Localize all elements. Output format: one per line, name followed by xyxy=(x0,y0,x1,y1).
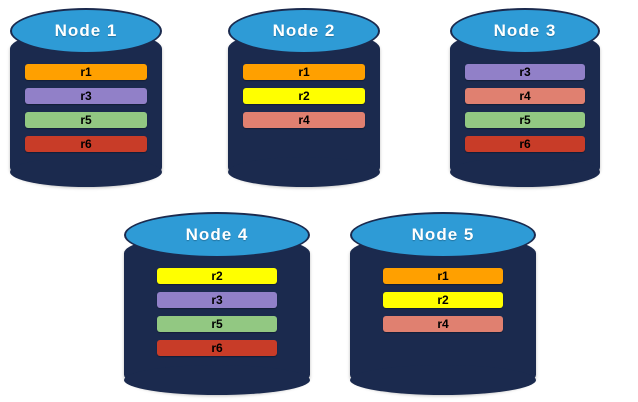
node-base-2 xyxy=(228,157,380,187)
node-top-ellipse-5 xyxy=(350,212,536,258)
data-row-r6[interactable]: r6 xyxy=(25,136,147,152)
node-cylinder-5[interactable]: Node 5 r1 r2 r4 xyxy=(350,212,536,395)
node-label-4: Node 4 xyxy=(185,225,249,244)
data-row-r3[interactable]: r3 xyxy=(465,64,585,80)
node-cylinder-1[interactable]: Node 1 r1 r3 r5 r6 xyxy=(10,8,162,187)
node-base-5 xyxy=(350,365,536,395)
data-row-r2[interactable]: r2 xyxy=(383,292,503,308)
node-label-1: Node 1 xyxy=(54,21,118,40)
data-row-r1[interactable]: r1 xyxy=(25,64,147,80)
node-rows-4: r2 r3 r5 r6 xyxy=(124,268,310,356)
node-rows-2: r1 r2 r4 xyxy=(228,64,380,128)
node-cylinder-2[interactable]: Node 2 r1 r2 r4 xyxy=(228,8,380,187)
node-top-ellipse-1 xyxy=(10,8,162,54)
data-row-r1[interactable]: r1 xyxy=(243,64,365,80)
node-top-ellipse-2 xyxy=(228,8,380,54)
data-row-r3[interactable]: r3 xyxy=(157,292,277,308)
node-body-5 xyxy=(350,234,536,395)
node-body-1 xyxy=(10,30,162,187)
data-row-r2[interactable]: r2 xyxy=(157,268,277,284)
node-top-ellipse-3 xyxy=(450,8,600,54)
node-label-5: Node 5 xyxy=(411,225,475,244)
node-label-2: Node 2 xyxy=(272,21,336,40)
node-base-1 xyxy=(10,157,162,187)
node-rows-1: r1 r3 r5 r6 xyxy=(10,64,162,152)
node-cylinder-4[interactable]: Node 4 r2 r3 r5 r6 xyxy=(124,212,310,395)
node-body-3 xyxy=(450,30,600,187)
data-row-r3[interactable]: r3 xyxy=(25,88,147,104)
node-top-ellipse-4 xyxy=(124,212,310,258)
data-row-r2[interactable]: r2 xyxy=(243,88,365,104)
data-row-r5[interactable]: r5 xyxy=(157,316,277,332)
data-row-r6[interactable]: r6 xyxy=(157,340,277,356)
data-row-r5[interactable]: r5 xyxy=(465,112,585,128)
node-base-4 xyxy=(124,365,310,395)
node-body-2 xyxy=(228,30,380,187)
data-row-r5[interactable]: r5 xyxy=(25,112,147,128)
data-row-r1[interactable]: r1 xyxy=(383,268,503,284)
data-row-r4[interactable]: r4 xyxy=(465,88,585,104)
node-base-3 xyxy=(450,157,600,187)
node-cylinder-3[interactable]: Node 3 r3 r4 r5 r6 xyxy=(450,8,600,187)
node-rows-3: r3 r4 r5 r6 xyxy=(450,64,600,152)
node-label-3: Node 3 xyxy=(493,21,557,40)
data-row-r4[interactable]: r4 xyxy=(243,112,365,128)
data-row-r4[interactable]: r4 xyxy=(383,316,503,332)
data-row-r6[interactable]: r6 xyxy=(465,136,585,152)
node-body-4 xyxy=(124,234,310,395)
node-rows-5: r1 r2 r4 xyxy=(350,268,536,332)
